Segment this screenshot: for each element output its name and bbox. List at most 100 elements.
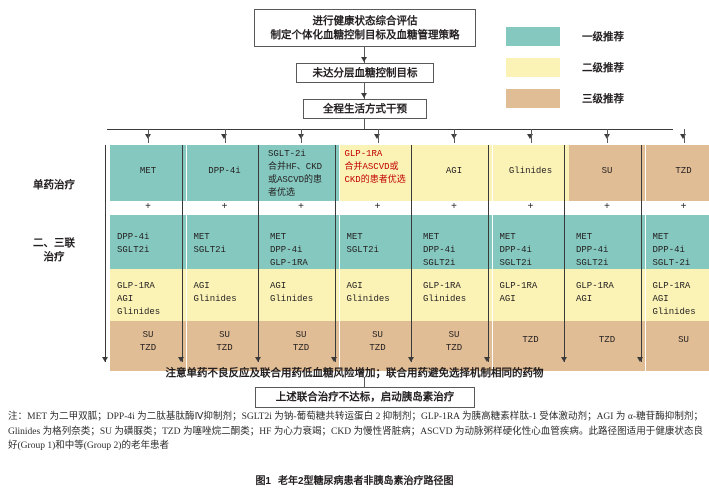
column-connector-line — [487, 145, 489, 362]
row-label-monotherapy: 单药治疗 — [33, 179, 75, 191]
cell-text-line: MET — [576, 232, 593, 242]
row-label-combination-line2: 治疗 — [43, 250, 65, 263]
plus-separator: + — [527, 202, 534, 213]
cell-text-line: DPP-4i — [208, 166, 241, 176]
cell-text-line: TZD — [598, 335, 616, 345]
cell-text-line: TZD — [445, 343, 463, 353]
monotherapy-cell[interactable]: TZD — [645, 145, 709, 201]
column-connector-line — [105, 145, 106, 362]
cell-text-line: SU — [448, 330, 460, 340]
monotherapy-cell[interactable]: SU — [569, 145, 645, 201]
column-feeder-line — [301, 129, 302, 143]
box-health-assessment-line1: 进行健康状态综合评估 — [312, 14, 418, 27]
tier3-option-cell[interactable]: SU TZD — [416, 321, 492, 371]
cell-text-line: 合并ASCVD或 — [344, 162, 399, 172]
monotherapy-cell[interactable]: DPP-4i — [186, 145, 263, 201]
monotherapy-cell[interactable]: MET — [110, 145, 186, 201]
box-lifestyle-intervention: 全程生活方式干预 — [303, 99, 427, 119]
column-feeder-line — [148, 129, 149, 143]
legend-label-tier3: 三级推荐 — [582, 92, 624, 105]
column-entry-arrowhead — [297, 134, 304, 139]
cell-text-line: DPP-4i — [652, 245, 685, 255]
figure-title: 老年2型糖尿病患者非胰岛素治疗路径图 — [278, 476, 454, 487]
cell-text-line: GLP-1RA — [344, 149, 383, 159]
box-health-assessment-line2: 制定个体化血糖控制目标及血糖管理策略 — [270, 29, 460, 41]
row-label-combination-line1: 二、三联 — [33, 237, 75, 249]
tier2-option-cell[interactable]: GLP-1RA AGI Glinides — [110, 269, 186, 321]
column-entry-arrowhead — [144, 134, 151, 139]
tier3-option-cell[interactable]: TZD — [492, 321, 569, 371]
cell-text-line: AGI — [576, 294, 593, 304]
cell-text-line: TZD — [139, 343, 157, 353]
cell-text-line: GLP-1RA — [652, 281, 691, 291]
cell-text-line: DPP-4i — [117, 232, 150, 242]
cell-text-line: GLP-1RA — [117, 281, 155, 291]
cell-text-line: Glinides — [423, 294, 467, 304]
row-label-combination-therapy: 二、三联 治疗 — [12, 237, 96, 264]
tier3-option-cell[interactable]: TZD — [569, 321, 645, 371]
cell-text-line: 者优选 — [268, 188, 296, 198]
column-feeder-line — [530, 129, 532, 143]
arrowhead-to-lifestyle — [361, 93, 367, 98]
arrowhead-to-unmet — [361, 57, 367, 62]
monotherapy-cell[interactable]: AGI — [416, 145, 492, 201]
cell-text-line: TZD — [675, 166, 692, 176]
connector-assess-to-unmet — [364, 47, 365, 63]
column-entry-arrowhead — [527, 134, 533, 139]
column-feeder-line — [377, 129, 379, 143]
cell-text-line: DPP-4i — [270, 245, 303, 255]
column-connector-line — [564, 145, 565, 362]
cell-text-line: Glinides — [652, 307, 696, 317]
connector-lifestyle-down — [364, 119, 365, 129]
cell-text-line: Glinides — [117, 307, 161, 317]
cell-text-line: SGLT-2i — [268, 149, 306, 159]
box-unmet-glycemic-target: 未达分层血糖控制目标 — [296, 63, 434, 83]
cell-text-line: MET — [139, 166, 157, 176]
column-connector-arrowhead — [178, 357, 184, 362]
cell-text-line: 或ASCVD的患 — [268, 175, 323, 185]
legend: 一级推荐 二级推荐 三级推荐 — [506, 25, 696, 118]
cell-text-line: SGLT2i — [576, 258, 609, 268]
cell-text-line: AGI — [445, 166, 463, 176]
cell-text-line: AGI — [117, 294, 134, 304]
column-connector-line — [334, 145, 336, 362]
column-connector-line — [258, 145, 259, 362]
connector-unmet-to-lifestyle — [364, 83, 365, 99]
cell-text-line: GLP-1RA — [499, 281, 538, 291]
monotherapy-cell[interactable]: Glinides — [492, 145, 569, 201]
cell-text-line: MET — [423, 232, 440, 242]
cell-text-line: MET — [346, 232, 363, 242]
cell-text-line: TZD — [292, 343, 310, 353]
legend-label-tier2: 二级推荐 — [582, 61, 624, 74]
tier3-option-cell[interactable]: SU — [645, 321, 709, 371]
cell-text-line: MET — [652, 232, 669, 242]
column-connector-arrowhead — [560, 357, 567, 362]
